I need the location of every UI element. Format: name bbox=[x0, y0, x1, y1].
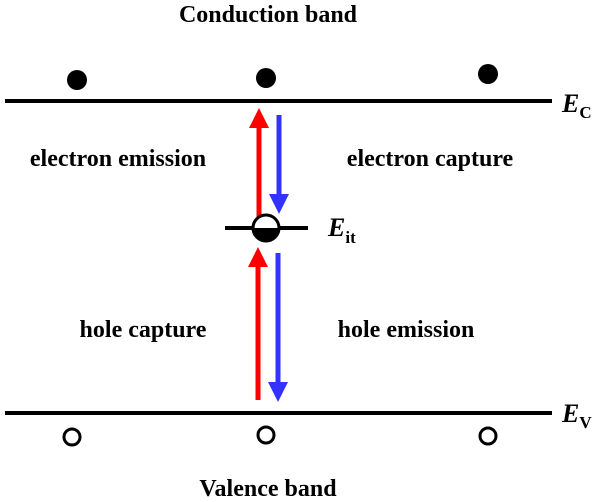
conduction-band-label: Conduction band bbox=[179, 2, 358, 28]
hole-circle bbox=[478, 426, 498, 446]
trap-state-icon bbox=[251, 213, 281, 243]
eit-label: Eit bbox=[327, 213, 356, 247]
valence-band-label: Valence band bbox=[199, 476, 337, 502]
electron-dot bbox=[478, 64, 498, 84]
ec-label: EC bbox=[561, 89, 592, 122]
electron-emission-label: electron emission bbox=[30, 146, 206, 172]
electron-dot bbox=[67, 70, 87, 90]
hole-circle bbox=[256, 425, 276, 445]
hole-circle bbox=[62, 427, 82, 447]
hole-emission-label: hole emission bbox=[338, 317, 475, 343]
electron-dot bbox=[256, 68, 276, 88]
hole-capture-label: hole capture bbox=[80, 317, 207, 343]
ev-label: EV bbox=[561, 399, 592, 432]
electron-capture-label: electron capture bbox=[347, 146, 514, 172]
